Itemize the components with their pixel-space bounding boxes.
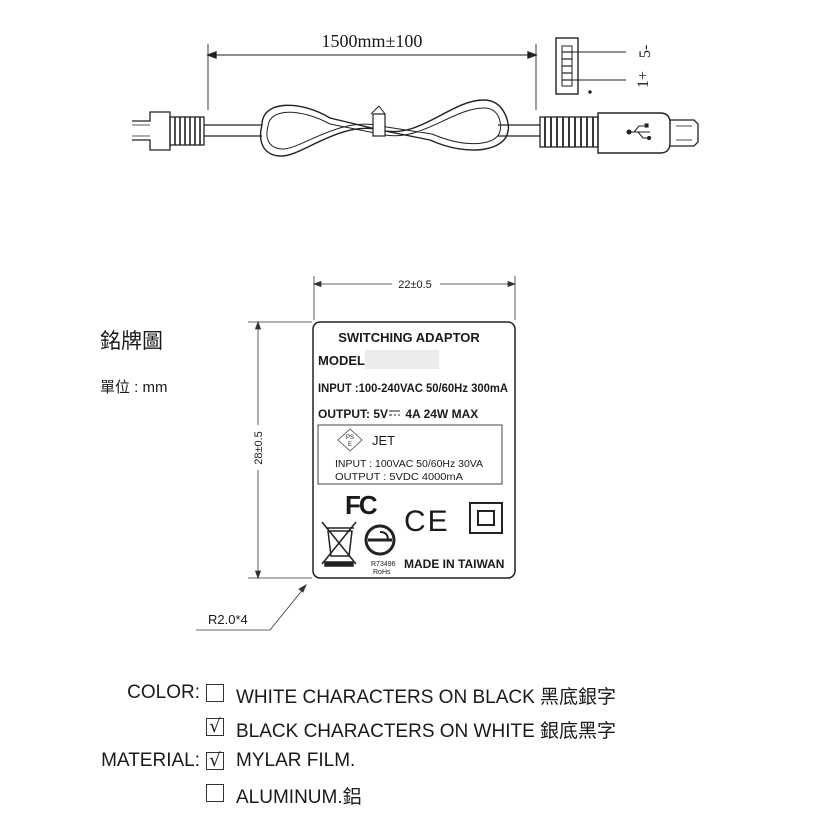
double-insulation-icon <box>469 502 503 534</box>
cable-drawing <box>132 44 699 157</box>
radius-dim-label: R2.0*4 <box>208 612 248 627</box>
model-redacted-field <box>365 350 439 369</box>
svg-text:PS: PS <box>346 435 354 441</box>
material-option-2: ALUMINUM.鋁 <box>0 780 830 808</box>
usb-icon <box>626 123 652 141</box>
ce-mark-icon: CE <box>404 505 450 538</box>
material-checkbox-2[interactable] <box>206 784 224 802</box>
input-line: INPUT :100-240VAC 50/60Hz 300mA <box>318 381 508 395</box>
color-label: COLOR: <box>127 682 200 703</box>
color-checkbox-1[interactable] <box>206 684 224 702</box>
fc-mark-icon: FC <box>345 490 378 520</box>
dc-symbol-icon <box>389 410 400 416</box>
material-option-1: MATERIAL: √ MYLAR FILM. <box>0 748 830 774</box>
pin-negative-label: 5- <box>637 45 654 58</box>
rohs-label: RoHs <box>373 569 391 576</box>
jet-label: JET <box>372 433 395 448</box>
width-dimension <box>312 276 517 320</box>
height-dimension <box>248 320 312 580</box>
nameplate-heading: 銘牌圖 <box>100 330 163 353</box>
pse-diamond-icon: PS E <box>337 428 363 452</box>
model-label: MODEL : <box>318 353 373 368</box>
made-in-label: MADE IN TAIWAN <box>404 557 504 571</box>
output-prefix: OUTPUT: 5V <box>318 407 388 421</box>
cert-code: R73496 <box>371 561 396 568</box>
radius-leader <box>196 584 307 631</box>
pin-positive-label: 1+ <box>635 71 652 88</box>
jet-input: INPUT : 100VAC 50/60Hz 30VA <box>335 459 483 470</box>
cable-length-label: 1500mm±100 <box>322 31 423 51</box>
material-checkbox-1[interactable]: √ <box>206 752 224 770</box>
jet-box <box>317 424 503 485</box>
nameplate-outline <box>312 321 516 579</box>
material-label: MATERIAL: <box>101 750 200 771</box>
certification-circle-icon <box>364 524 396 556</box>
color-option-2: √ BLACK CHARACTERS ON WHITE 銀底黑字 <box>0 714 830 742</box>
color-option-1-text: WHITE CHARACTERS ON BLACK 黑底銀字 <box>236 687 617 708</box>
pinout-diagram <box>555 37 626 95</box>
jet-output: OUTPUT : 5VDC 4000mA <box>335 472 463 483</box>
material-option-2-text: ALUMINUM.鋁 <box>236 787 362 808</box>
height-dim-label: 28±0.5 <box>253 431 265 465</box>
nameplate-title: SWITCHING ADAPTOR <box>338 330 480 345</box>
color-option-2-text: BLACK CHARACTERS ON WHITE 銀底黑字 <box>236 721 617 742</box>
unit-label: 單位 : mm <box>100 379 168 396</box>
output-line: OUTPUT: 5V 4A 24W MAX <box>318 407 478 421</box>
width-dim-label: 22±0.5 <box>398 279 432 291</box>
color-checkbox-2[interactable]: √ <box>206 718 224 736</box>
svg-text:E: E <box>348 442 352 448</box>
weee-bin-icon <box>321 521 357 567</box>
material-option-1-text: MYLAR FILM. <box>236 750 356 771</box>
color-option-1: COLOR: WHITE CHARACTERS ON BLACK 黑底銀字 <box>0 680 830 708</box>
output-suffix: 4A 24W MAX <box>402 407 478 421</box>
